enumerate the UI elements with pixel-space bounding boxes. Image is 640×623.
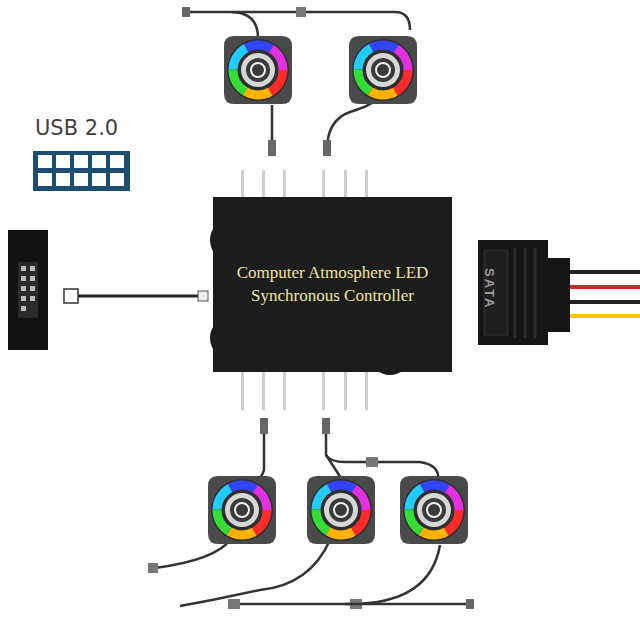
sata-label: SATA xyxy=(482,268,497,309)
controller-box: Computer Atmosphere LED Synchronous Cont… xyxy=(213,197,452,372)
controller-title: Computer Atmosphere LED Synchronous Cont… xyxy=(228,262,438,308)
usb-label: USB 2.0 xyxy=(35,116,118,140)
